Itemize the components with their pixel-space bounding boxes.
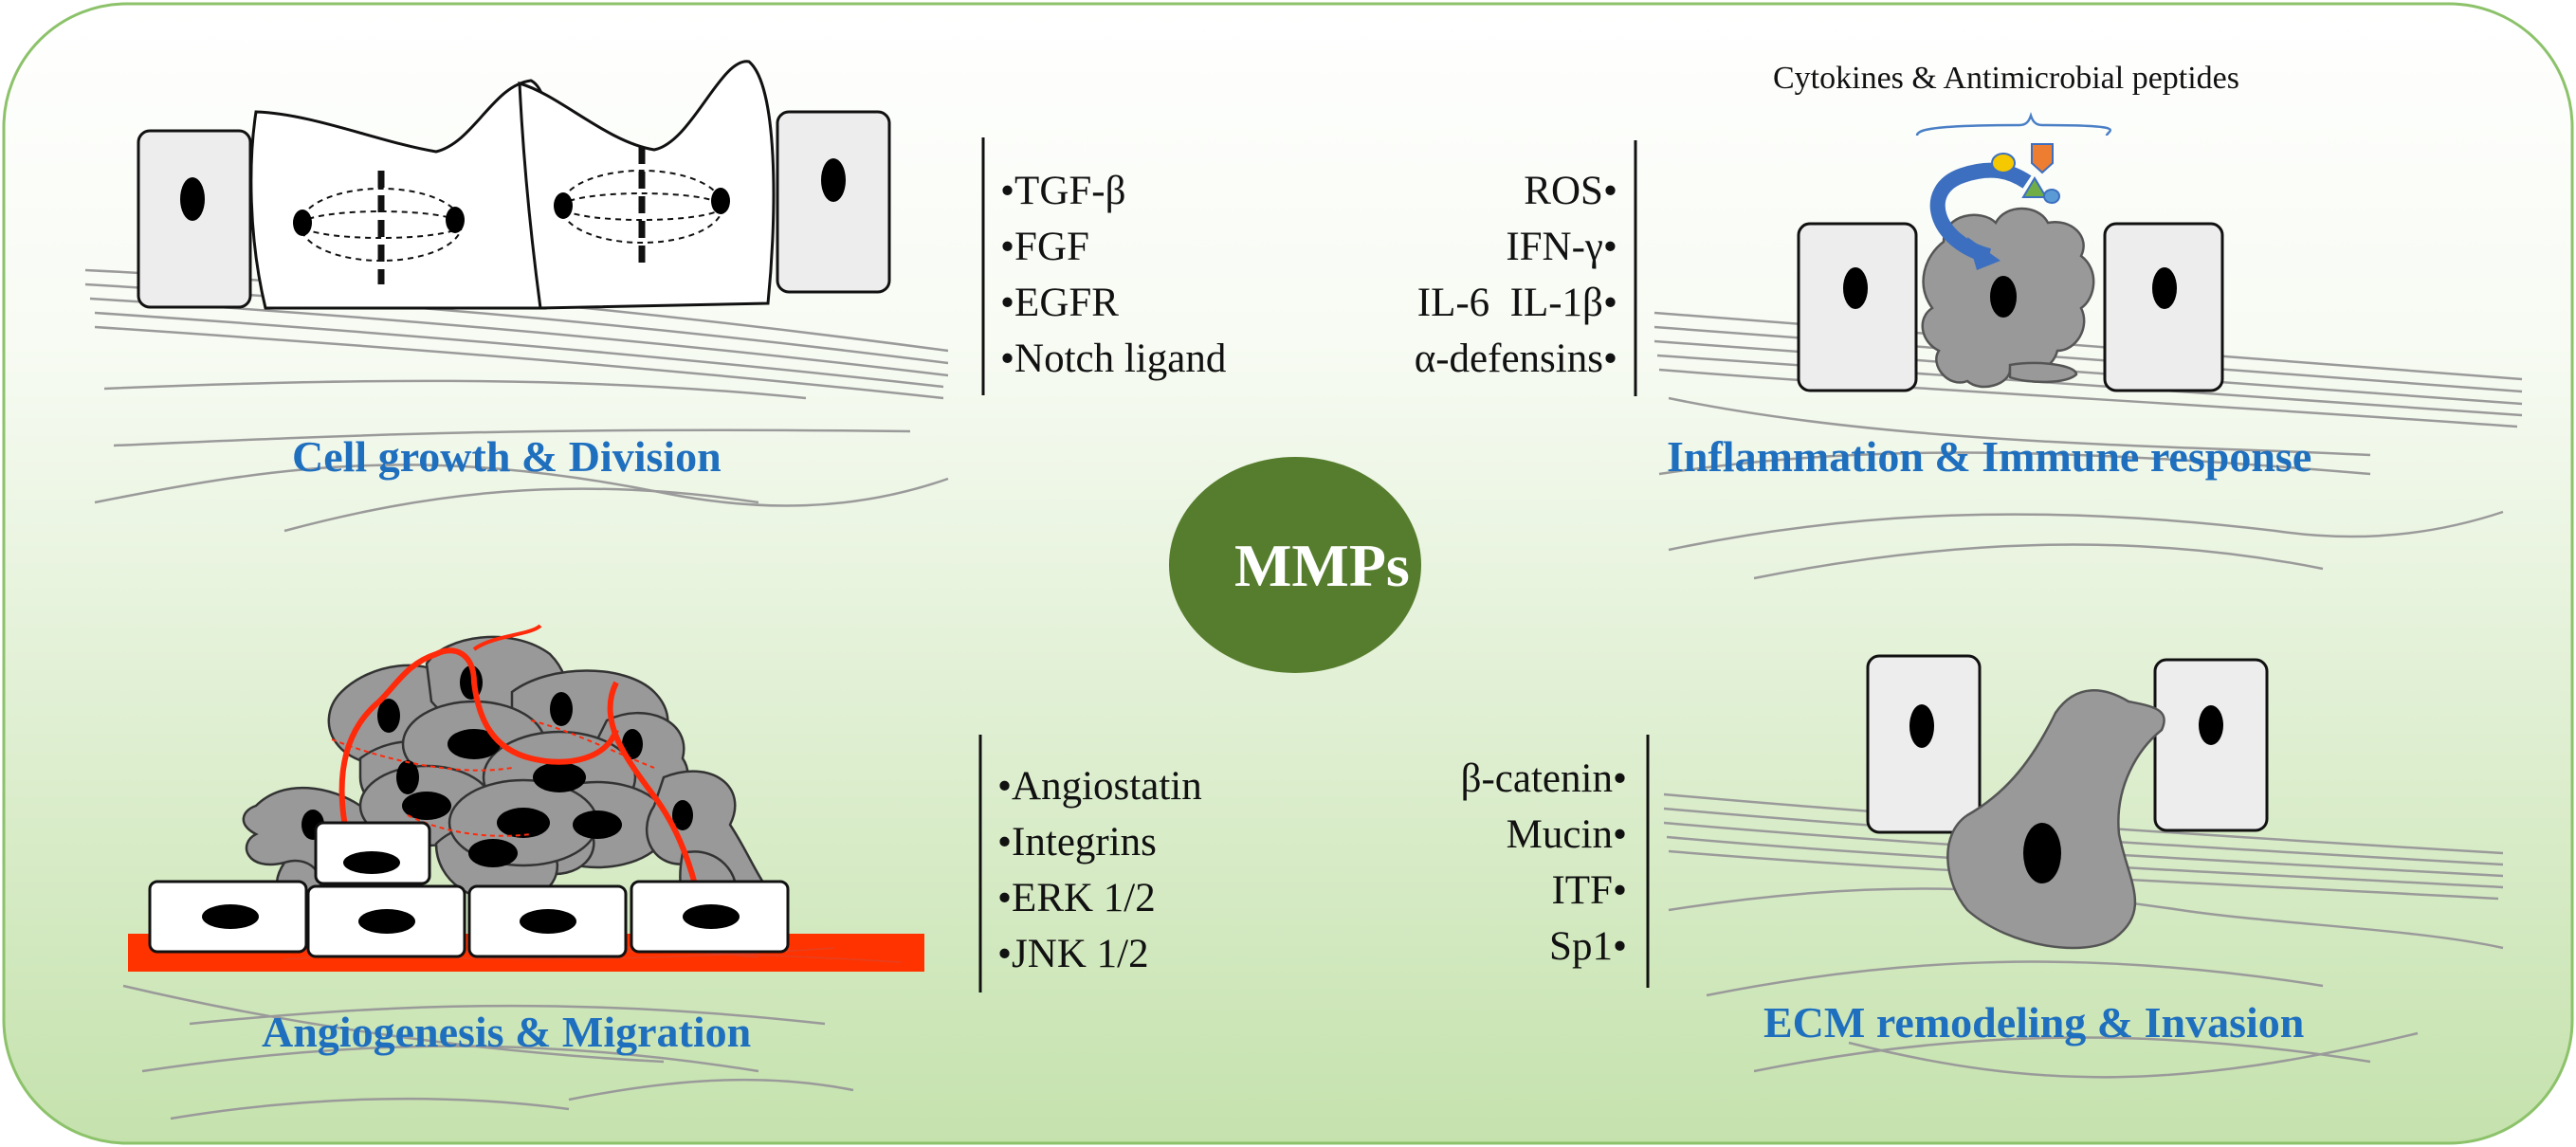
ecm-fibers: [122, 984, 854, 1120]
factor-item: β-catenin•: [1460, 756, 1627, 801]
inflammation-factor-list: ROS• IFN-γ• IL-6 IL-1β• α-defensins•: [1415, 163, 1617, 387]
nucleus: [1843, 267, 1868, 309]
factor-item: ROS•: [1524, 169, 1617, 213]
factor-item: •ERK 1/2: [997, 876, 1156, 920]
invading-cell: [1946, 689, 2165, 950]
factor-item: Sp1•: [1549, 924, 1627, 969]
peptide-shape: [2031, 143, 2054, 174]
factor-item: •TGF-β: [1000, 169, 1126, 213]
cytokines-annotation: Cytokines & Antimicrobial peptides: [1773, 61, 2240, 96]
nucleus: [2199, 705, 2223, 745]
cell-growth-title: Cell growth & Division: [292, 432, 722, 481]
cell-growth-illustration: [84, 60, 949, 533]
nuclei: [301, 665, 693, 867]
factor-item: •Angiostatin: [997, 764, 1202, 809]
annotation-bracket: [1915, 112, 2111, 137]
ecm-title: ECM remodeling & Invasion: [1763, 998, 2305, 1047]
factor-item: •Integrins: [997, 820, 1157, 865]
factor-item: •FGF: [1000, 225, 1089, 269]
factor-item: •EGFR: [1000, 281, 1119, 325]
ecm-factor-list: β-catenin• Mucin• ITF• Sp1•: [1461, 751, 1627, 974]
nucleus: [2023, 823, 2061, 883]
factor-item: IFN-γ•: [1506, 225, 1617, 269]
nucleus: [180, 177, 205, 221]
factor-item: IL-6 IL-1β•: [1416, 281, 1617, 325]
endothelial-nuclei: [202, 851, 740, 934]
factor-item: ITF•: [1551, 868, 1627, 913]
dividing-cell: [518, 60, 776, 310]
mmps-node: [1169, 457, 1421, 673]
mmps-label: MMPs: [1234, 532, 1410, 599]
cytokine-dot: [2043, 189, 2060, 204]
factor-item: •JNK 1/2: [997, 932, 1149, 976]
inflammation-illustration: [1653, 112, 2523, 580]
angiogenesis-factor-list: •Angiostatin •Integrins •ERK 1/2 •JNK 1/…: [997, 758, 1202, 982]
ecm-remodeling-illustration: [1663, 654, 2504, 1079]
nucleus: [2152, 267, 2177, 309]
inflammation-title: Inflammation & Immune response: [1667, 432, 2312, 481]
factor-item: Mucin•: [1506, 812, 1627, 857]
factor-item: •Notch ligand: [1000, 337, 1227, 381]
nucleus: [821, 158, 846, 202]
cell-growth-factor-list: •TGF-β •FGF •EGFR •Notch ligand: [1000, 163, 1226, 387]
cytokine-circle: [1991, 153, 2016, 173]
nucleus: [1990, 276, 2017, 318]
angiogenesis-title: Angiogenesis & Migration: [262, 1008, 752, 1056]
cytokine-triangle: [2021, 176, 2048, 198]
factor-item: α-defensins•: [1414, 337, 1617, 381]
angiogenesis-illustration: [122, 624, 924, 1120]
nucleus: [1909, 704, 1934, 748]
